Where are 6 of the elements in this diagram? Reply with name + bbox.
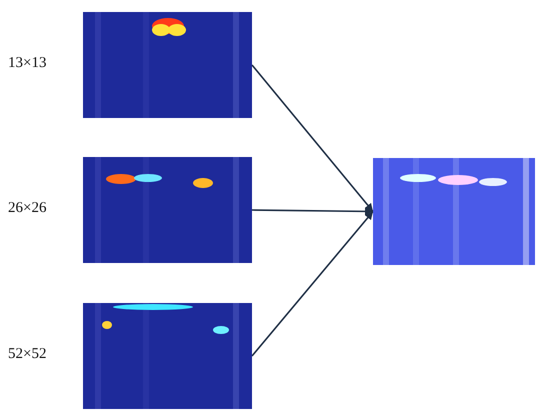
arrow <box>251 64 374 212</box>
arrow <box>251 210 374 357</box>
arrow <box>252 207 374 216</box>
scale-label: 26×26 <box>8 200 46 217</box>
scale-label: 52×52 <box>8 346 46 363</box>
scale-label: 13×13 <box>8 55 46 72</box>
